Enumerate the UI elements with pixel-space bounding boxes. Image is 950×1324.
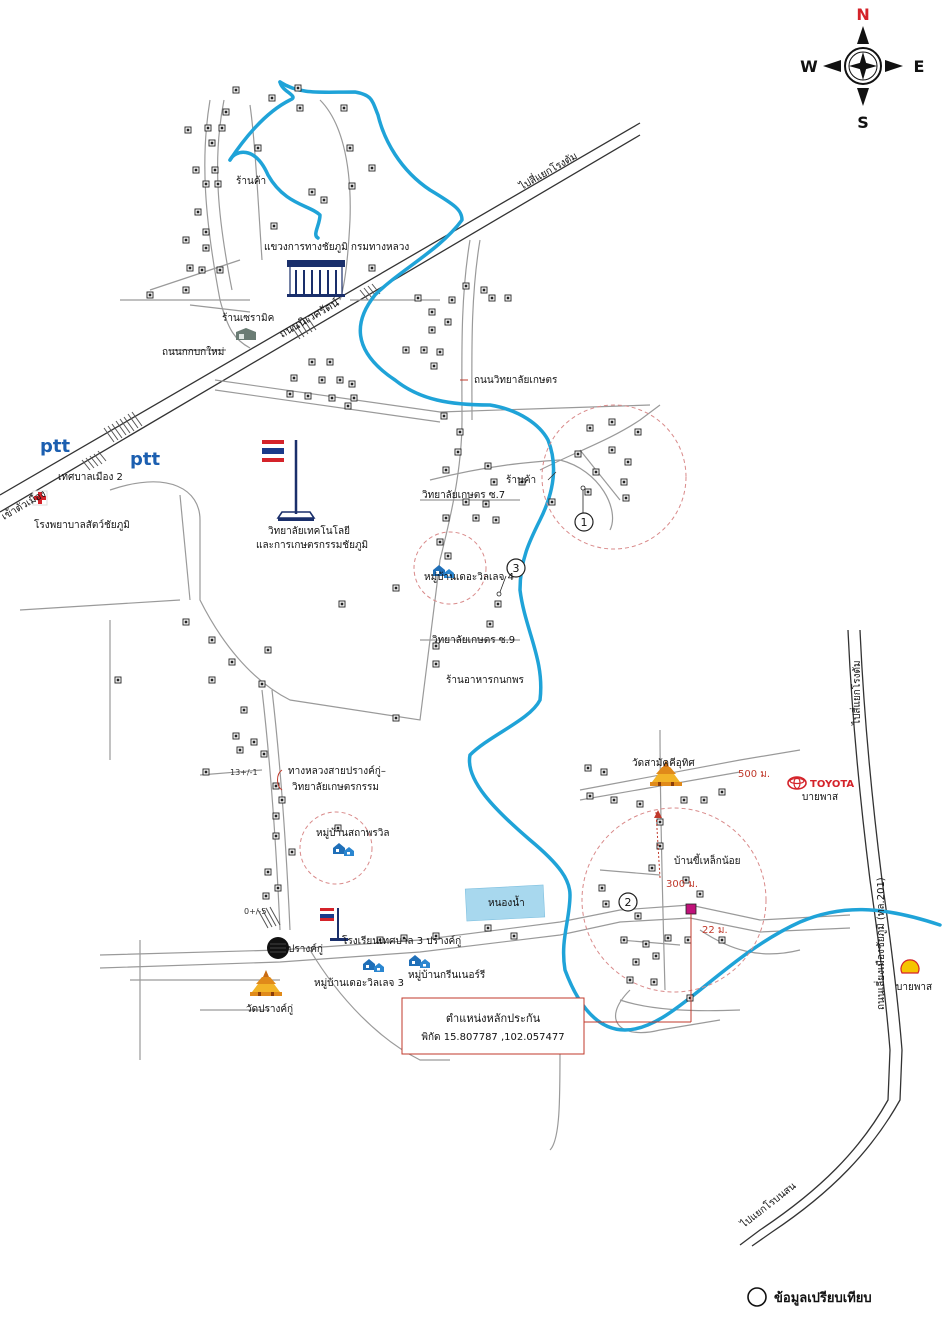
place-kaset-soi7: วิทยาลัยเกษตร ซ.7 [422, 490, 505, 501]
place-restaurant: ร้านอาหารกนกพร [446, 674, 525, 686]
road-label-highway-201: ถนนเลี่ยงเมืองชัยภูมิ (ทล.201) [873, 877, 887, 1010]
place-vet-hospital: โรงพยาบาลสัตว์ชัยภูมิ [34, 518, 130, 531]
road-label-prang-ku-1: ทางหลวงสายปรางค์กู่– [288, 765, 386, 777]
place-village-sathaporn: หมู่บ้านสถาพรวิล [316, 827, 389, 839]
distance-22m: 22 ม. [702, 925, 728, 936]
place-wat-samakkhi: วัดสามัคคีอุทิศ [632, 757, 695, 769]
prang-ku-pond-icon [257, 906, 289, 959]
compass-east: E [914, 57, 925, 76]
legend: ข้อมูลเปรียบเทียบ [747, 1287, 872, 1307]
pointer-arrow-icon [547, 471, 557, 481]
place-toyota-bypass: บายพาส [802, 792, 838, 803]
svg-text:ptt: ptt [40, 436, 70, 457]
road-label-kaset: ถนนวิทยาลัยเกษตร [474, 375, 558, 386]
comparison-point-2[interactable]: 2 [618, 892, 638, 912]
place-shop-2: ร้านค้า [506, 474, 536, 486]
place-village-green: หมู่บ้านกรีนเนอร์รี [408, 969, 486, 981]
comparison-point-3[interactable]: 3 [496, 558, 526, 597]
road-label-prang-ku-2: วิทยาลัยเกษตรกรรม [292, 782, 379, 793]
temple-icon [250, 970, 282, 996]
km-marker-2: 0+/-5 [244, 907, 266, 916]
place-college-1: วิทยาลัยเทคโนโลยี [268, 524, 350, 537]
road-network [0, 99, 903, 1247]
river [228, 80, 942, 1032]
place-kaset-soi9: วิทยาลัยเกษตร ซ.9 [432, 635, 515, 646]
comparison-point-2-label: 2 [625, 896, 632, 909]
place-prang-ku: ปรางค์กู่ [288, 943, 323, 955]
place-village-khilek: บ้านขี้เหล็กน้อย [674, 853, 741, 867]
svg-text:ptt: ptt [130, 449, 160, 470]
shell-logo-icon [900, 959, 920, 974]
place-shell-bypass: บายพาส [896, 982, 932, 993]
road-label-kok-kob: ถนนกกบกใหม่ [162, 346, 224, 358]
place-college-2: และการเกษตรกรรมชัยภูมิ [256, 540, 368, 551]
collateral-title: ตำแหน่งหลักประกัน [446, 1012, 541, 1025]
place-highway-dept: แขวงการทางชัยภูมิ กรมทางหลวง [264, 242, 409, 253]
place-pond: หนองน้ำ [488, 895, 525, 909]
compass-rose: N S W E [800, 5, 924, 132]
place-shop-1: ร้านค้า [236, 175, 266, 187]
place-wat-prang-ku: วัดปรางค์กู่ [246, 1003, 293, 1015]
place-school: โรงเรียนเทศบาล 3 ปรางค์กู่ [342, 934, 461, 947]
road-label-to-junction-right: ไปสี่แยกโรงตัม [849, 660, 863, 726]
school-flag-icon [320, 908, 348, 941]
place-village-ville3: หมู่บ้านเดอะวิลเลจ 3 [314, 977, 404, 989]
toyota-logo-icon [787, 776, 807, 790]
road-label-to-junction-top: ไปสี่แยกโรงตัม [516, 148, 580, 193]
comparison-point-1[interactable]: 1 [574, 485, 594, 532]
village-house-icon [409, 955, 430, 968]
road-label-to-bueng-sam: ไปแยกโรบนสน [737, 1179, 798, 1231]
place-tesban-2: เทศบาลเมือง 2 [58, 471, 123, 483]
km-marker-1: 13+/-1 [230, 768, 258, 777]
pond [464, 884, 546, 922]
village-house-icon [363, 959, 384, 972]
collateral-coords: พิกัด 15.807787 ,102.057477 [421, 1032, 564, 1043]
legend-label: ข้อมูลเปรียบเทียบ [774, 1290, 872, 1306]
legend-circle-icon [747, 1287, 767, 1307]
hospital-cross-icon [32, 490, 48, 506]
flag-monument-icon [262, 440, 316, 521]
compass-north: N [856, 5, 869, 24]
comparison-point-3-label: 3 [513, 562, 520, 575]
distance-500m: 500 ม. [738, 769, 770, 780]
pointer-arrow-icon [277, 769, 283, 791]
shop-building-icon [236, 328, 256, 340]
distance-300m: 300 ม. [666, 879, 698, 890]
ptt-logo-icon: ptt ptt [40, 436, 160, 470]
village-house-icon [333, 843, 354, 856]
map-labels: ไปสี่แยกโรงตัม ถนนนิเวศรัตน์ เข้าตัวเมือ… [0, 148, 932, 1231]
compass-south: S [857, 113, 869, 132]
collateral-info-box[interactable]: ตำแหน่งหลักประกัน พิกัด 15.807787 ,102.0… [401, 997, 585, 1055]
government-building-icon [287, 260, 345, 297]
comparison-rings [299, 404, 767, 993]
place-ceramic-shop: ร้านเซรามิค [222, 312, 274, 324]
road-label-main: ถนนนิเวศรัตน์ [277, 296, 342, 341]
building-markers [114, 84, 726, 1002]
comparison-point-1-label: 1 [581, 516, 588, 529]
collateral-marker-icon [584, 810, 697, 1023]
compass-west: W [800, 57, 818, 76]
place-toyota-brand: TOYOTA [810, 779, 854, 790]
place-village-ville4: หมู่บ้านเดอะวิลเลจ 4 [424, 571, 514, 583]
